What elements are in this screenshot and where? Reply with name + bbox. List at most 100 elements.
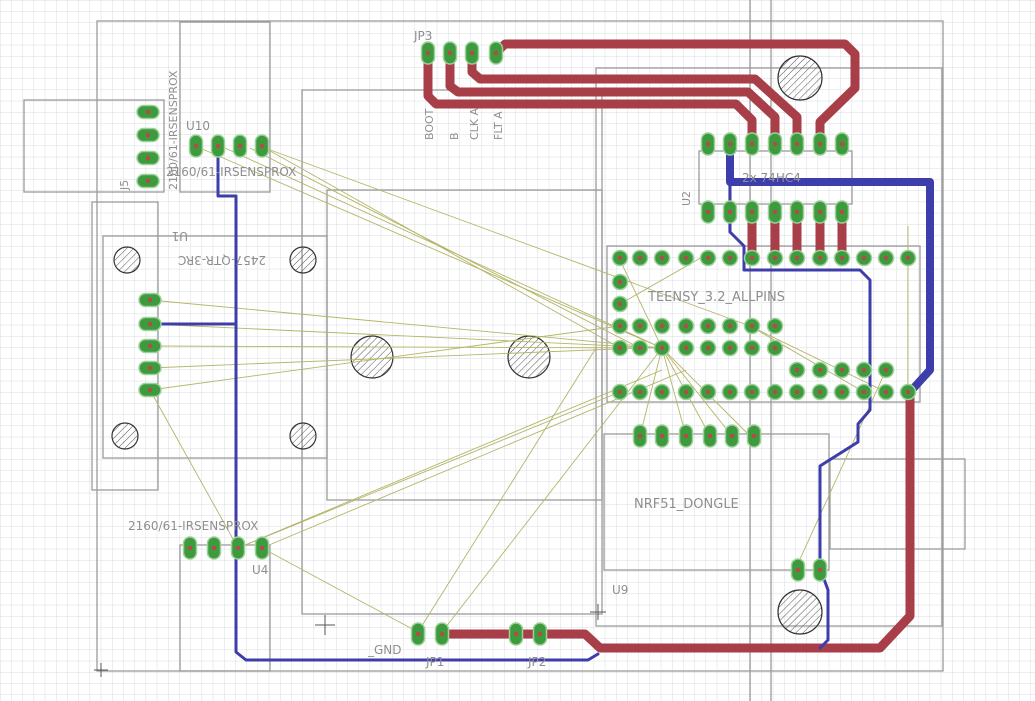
- pad[interactable]: [532, 622, 548, 646]
- pad[interactable]: [182, 536, 198, 560]
- pad[interactable]: [833, 249, 851, 267]
- pad[interactable]: [746, 424, 762, 448]
- pads-nrf[interactable]: [632, 424, 762, 448]
- pad[interactable]: [677, 317, 695, 335]
- pad[interactable]: [631, 317, 649, 335]
- pad[interactable]: [812, 558, 828, 582]
- pad[interactable]: [722, 200, 738, 224]
- pad[interactable]: [210, 134, 226, 158]
- pad[interactable]: [611, 295, 629, 313]
- pad[interactable]: [724, 424, 740, 448]
- pad[interactable]: [611, 317, 629, 335]
- pad[interactable]: [138, 292, 162, 308]
- pad[interactable]: [834, 200, 850, 224]
- pad[interactable]: [700, 200, 716, 224]
- pad[interactable]: [812, 200, 828, 224]
- pad[interactable]: [743, 317, 761, 335]
- pad[interactable]: [721, 317, 739, 335]
- pad[interactable]: [653, 383, 671, 401]
- pads-jp1[interactable]: [410, 622, 450, 646]
- pad[interactable]: [488, 41, 504, 65]
- pad[interactable]: [790, 558, 806, 582]
- pad[interactable]: [434, 622, 450, 646]
- pad[interactable]: [631, 249, 649, 267]
- pad[interactable]: [877, 361, 895, 379]
- pad[interactable]: [721, 383, 739, 401]
- pads-jp2[interactable]: [508, 622, 548, 646]
- pad[interactable]: [721, 249, 739, 267]
- pad[interactable]: [833, 383, 851, 401]
- pad[interactable]: [899, 383, 917, 401]
- pad[interactable]: [653, 249, 671, 267]
- pad[interactable]: [138, 382, 162, 398]
- pad[interactable]: [254, 134, 270, 158]
- pad[interactable]: [811, 361, 829, 379]
- pad[interactable]: [699, 317, 717, 335]
- pads-j5[interactable]: [136, 104, 160, 189]
- pad[interactable]: [138, 316, 162, 332]
- pads-misc[interactable]: [790, 558, 828, 582]
- pad[interactable]: [230, 536, 246, 560]
- pad[interactable]: [766, 339, 784, 357]
- pad[interactable]: [766, 317, 784, 335]
- pad[interactable]: [766, 383, 784, 401]
- pads-u10[interactable]: [188, 134, 270, 158]
- pad[interactable]: [789, 132, 805, 156]
- pad[interactable]: [767, 132, 783, 156]
- pad[interactable]: [138, 338, 162, 354]
- pad[interactable]: [508, 622, 524, 646]
- pad[interactable]: [631, 339, 649, 357]
- pad[interactable]: [653, 317, 671, 335]
- pad[interactable]: [611, 273, 629, 291]
- pad[interactable]: [833, 361, 851, 379]
- pad[interactable]: [611, 249, 629, 267]
- pad[interactable]: [677, 383, 695, 401]
- pad[interactable]: [232, 134, 248, 158]
- pad[interactable]: [834, 132, 850, 156]
- pad[interactable]: [653, 339, 671, 357]
- pads-u4[interactable]: [182, 536, 270, 560]
- pad[interactable]: [877, 383, 895, 401]
- pads-jp3[interactable]: [420, 41, 504, 65]
- pad[interactable]: [420, 41, 436, 65]
- pad[interactable]: [654, 424, 670, 448]
- pad[interactable]: [855, 361, 873, 379]
- pad[interactable]: [138, 360, 162, 376]
- pad[interactable]: [410, 622, 426, 646]
- pad[interactable]: [254, 536, 270, 560]
- pad[interactable]: [767, 200, 783, 224]
- pad[interactable]: [899, 249, 917, 267]
- pad[interactable]: [677, 339, 695, 357]
- pad[interactable]: [442, 41, 458, 65]
- pad[interactable]: [788, 361, 806, 379]
- pad[interactable]: [743, 383, 761, 401]
- pad[interactable]: [766, 249, 784, 267]
- pad[interactable]: [136, 173, 160, 189]
- pad[interactable]: [677, 249, 695, 267]
- pad[interactable]: [743, 249, 761, 267]
- pad[interactable]: [855, 249, 873, 267]
- pad[interactable]: [699, 383, 717, 401]
- pad[interactable]: [136, 127, 160, 143]
- pad[interactable]: [700, 132, 716, 156]
- pad[interactable]: [136, 104, 160, 120]
- pad[interactable]: [855, 383, 873, 401]
- pad[interactable]: [699, 339, 717, 357]
- pad[interactable]: [188, 134, 204, 158]
- pad[interactable]: [877, 249, 895, 267]
- pad[interactable]: [464, 41, 480, 65]
- pad[interactable]: [744, 132, 760, 156]
- pads-u1[interactable]: [138, 292, 162, 398]
- pad[interactable]: [744, 200, 760, 224]
- pad[interactable]: [699, 249, 717, 267]
- pad[interactable]: [611, 383, 629, 401]
- pad[interactable]: [722, 132, 738, 156]
- pad[interactable]: [788, 383, 806, 401]
- pad[interactable]: [611, 339, 629, 357]
- pad[interactable]: [678, 424, 694, 448]
- pad[interactable]: [631, 383, 649, 401]
- pad[interactable]: [811, 383, 829, 401]
- pad[interactable]: [743, 339, 761, 357]
- pad[interactable]: [632, 424, 648, 448]
